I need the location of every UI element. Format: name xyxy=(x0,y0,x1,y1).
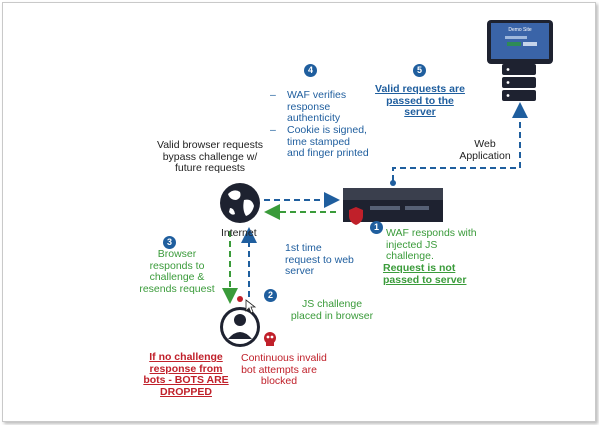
step-3-badge: 3 xyxy=(163,236,176,249)
step-5-emphasis: Valid requests are passed to the server xyxy=(375,83,465,118)
user-icon xyxy=(220,299,260,347)
step-3-text: Browser responds to challenge & resends … xyxy=(139,248,215,295)
step-1-badge: 1 xyxy=(370,221,383,234)
demo-site-label: Demo Site xyxy=(508,27,532,33)
shield-icon xyxy=(349,207,363,225)
diagram-frame xyxy=(2,2,596,422)
waf-appliance-icon xyxy=(343,180,443,222)
bypass-note: Valid browser requests bypass challenge … xyxy=(156,139,264,174)
arrow-waf-to-server xyxy=(392,102,528,181)
step-4-badge: 4 xyxy=(304,64,317,77)
invalid-attempts-note: Continuous invalid bot attempts are bloc… xyxy=(241,352,327,387)
step-1-text: WAF responds with injected JS challenge. xyxy=(386,227,477,262)
step-2-text: JS challenge placed in browser xyxy=(290,298,374,322)
step-4-item-2: Cookie is signed, time stamped and finge… xyxy=(287,124,369,159)
skull-icon xyxy=(264,332,276,346)
globe-icon xyxy=(220,183,260,223)
web-application-label: Web Application xyxy=(459,138,511,162)
bots-dropped-note: If no challenge response from bots - BOT… xyxy=(143,351,229,398)
step-4-dash-2: – xyxy=(270,124,276,136)
step-4-dash-1: – xyxy=(270,89,276,101)
step-2-badge: 2 xyxy=(264,289,277,302)
step-5-badge: 5 xyxy=(413,64,426,77)
first-time-request-label: 1st time request to web server xyxy=(285,242,354,277)
server-stack-icon xyxy=(502,64,536,101)
step-1-emphasis: Request is not passed to server xyxy=(383,262,467,286)
step-4-item-1: WAF verifies response authenticity xyxy=(287,89,347,124)
internet-label: Internet xyxy=(221,227,257,239)
blocked-dot xyxy=(237,296,243,302)
monitor-icon xyxy=(487,20,553,64)
